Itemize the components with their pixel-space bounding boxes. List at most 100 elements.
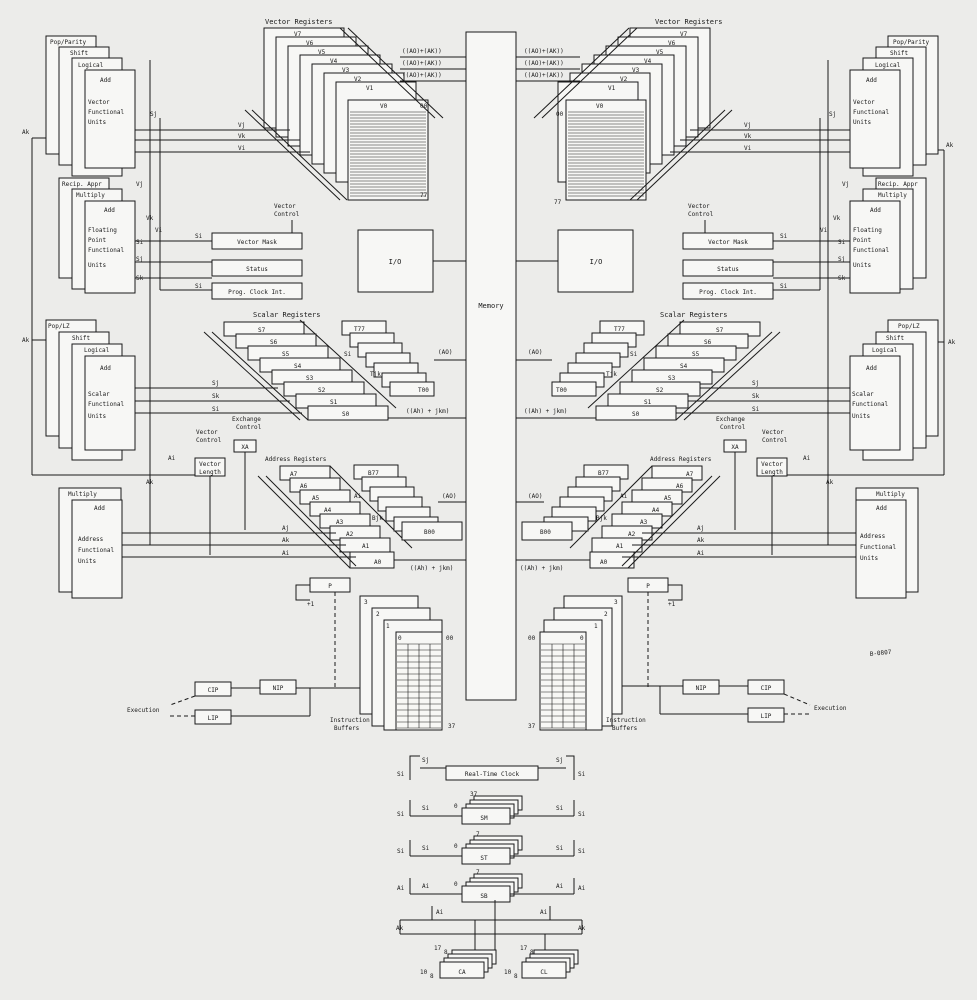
bus-label: Ai: [168, 455, 176, 462]
sreg-label: S3: [668, 375, 676, 382]
unit-caption: Functional: [852, 401, 889, 408]
areg-label: A4: [324, 507, 332, 514]
bottom-ak: Ak: [578, 925, 586, 932]
vector-length-label: Length: [199, 469, 221, 476]
sreg-label: S1: [330, 399, 338, 406]
rtc-label: Real-Time Clock: [465, 771, 520, 778]
ah-label: ((Ah) + jkm): [520, 565, 563, 572]
st-top: 7: [476, 831, 480, 838]
unit-label: Add: [100, 365, 111, 372]
prog-clock-right: [682, 282, 774, 300]
ca-base17: 17: [434, 945, 442, 952]
xa-label: XA: [241, 444, 249, 451]
vreg-label: V0: [380, 103, 388, 110]
vector-length-label: Vector: [199, 461, 221, 468]
address-bus-left: Aj Ak Ai Ai: [122, 455, 356, 558]
vreg-path-left: ((AO)+(AK)): [402, 72, 442, 79]
bus-label: Vj: [842, 181, 849, 188]
areg-label: A1: [362, 543, 370, 550]
sb-label: SB: [480, 893, 488, 900]
areg-label: A6: [676, 483, 684, 490]
vreg-label: V3: [632, 67, 640, 74]
vreg-label: V1: [608, 85, 616, 92]
vector-registers-title-left: Vector Registers: [265, 18, 332, 26]
ah-label: ((Ah) + jkm): [406, 408, 449, 415]
unit-label: Shift: [70, 50, 88, 57]
sb-register: SB 7 0 Ai Ai Ai Ai: [397, 869, 586, 903]
vector-mask-label: Vector Mask: [237, 239, 277, 246]
vreg-index-first: 00: [556, 111, 564, 118]
unit-label: Logical: [872, 347, 898, 354]
exchange-label: Control: [720, 424, 746, 431]
bus-label: Vk: [833, 215, 841, 222]
areg-label: A0: [600, 559, 608, 566]
ca-sub8: 8: [430, 973, 434, 980]
vreg-label: V2: [620, 76, 628, 83]
t-registers-right: T77 T00 Tjk Si (AO) ((Ah) + jkm): [516, 320, 645, 419]
st-zero: 0: [454, 843, 458, 850]
instruction-buffers-right: 3 2 1 0 00 37 Instruction Buffers: [528, 595, 646, 732]
areg-label: A7: [686, 471, 694, 478]
sm-si: Si: [422, 805, 430, 812]
bjk-label: Bjk: [372, 515, 383, 522]
ak-label: Ak: [22, 337, 30, 344]
bus-label: Ak: [282, 537, 290, 544]
unit-label: Pop/LZ: [898, 323, 920, 330]
p-register-left: P +1: [295, 577, 351, 690]
t-reg-label: T77: [354, 326, 365, 333]
scalar-bus-right: Sj Sk Si: [676, 380, 850, 414]
bus-label: Sj: [838, 256, 845, 263]
unit-caption: Functional: [853, 247, 890, 254]
memory-label: Memory: [478, 302, 503, 310]
t-reg-label: T00: [556, 387, 567, 394]
unit-caption: Vector: [88, 99, 110, 106]
vreg-label: V4: [644, 58, 652, 65]
vector-control-label: Vector: [196, 429, 218, 436]
vector-registers-left: Vector Registers V7 V6 V5 V4 V3 V2 V1 V0…: [244, 18, 444, 201]
vreg-label: V7: [680, 31, 688, 38]
buffer-num: 0: [580, 635, 584, 642]
bus-label: Sk: [752, 393, 760, 400]
address-registers-title: Address Registers: [265, 456, 327, 463]
unit-label: Add: [94, 505, 105, 512]
unit-caption: Units: [860, 555, 878, 562]
bottom-ak: Ak: [396, 925, 404, 932]
cl-sub8: 8: [514, 973, 518, 980]
cip-label: CIP: [761, 685, 772, 692]
areg-label: A3: [336, 519, 344, 526]
unit-caption: Units: [853, 262, 871, 269]
xa-label: XA: [731, 444, 739, 451]
cl-base10: 10: [504, 969, 512, 976]
vreg-label: V5: [318, 49, 326, 56]
unit-label: Recip. Appr: [878, 181, 918, 188]
prog-clock-left: [211, 282, 303, 300]
buffer-num: 2: [604, 611, 608, 618]
unit-caption: Functional: [860, 544, 897, 551]
sm-label: SM: [480, 815, 488, 822]
areg-label: A4: [652, 507, 660, 514]
unit-label: Add: [876, 505, 887, 512]
control-right: Vector Control Vector Mask Status Prog. …: [682, 181, 850, 300]
bus-label: Sj: [829, 111, 836, 118]
bus-label: Vi: [155, 227, 163, 234]
sm-si: Si: [556, 805, 564, 812]
vreg-index-last: 77: [554, 199, 562, 206]
si-label: Si: [780, 233, 788, 240]
exchange-left: Exchange Control XA Vector Control Vecto…: [194, 416, 262, 555]
si-label: Si: [780, 283, 788, 290]
bus-label: Vk: [744, 133, 752, 140]
tjk-label: Tjk: [370, 371, 381, 378]
b-reg-label: B77: [598, 470, 609, 477]
b-reg-label: B77: [368, 470, 379, 477]
sm-si: Si: [578, 811, 586, 818]
control-left: Vector Control Vector Mask Status Prog. …: [135, 181, 303, 300]
ah-label: ((Ah) + jkm): [524, 408, 567, 415]
areg-label: A2: [628, 531, 636, 538]
unit-caption: Address: [860, 533, 886, 540]
sreg-label: S3: [306, 375, 314, 382]
vector-control-label: Vector: [762, 429, 784, 436]
bus-label: Vi: [820, 227, 828, 234]
sreg-label: S1: [644, 399, 652, 406]
sreg-label: S2: [318, 387, 326, 394]
vector-functional-units-left: Pop/Parity Shift Logical Add Vector Func…: [45, 35, 136, 177]
